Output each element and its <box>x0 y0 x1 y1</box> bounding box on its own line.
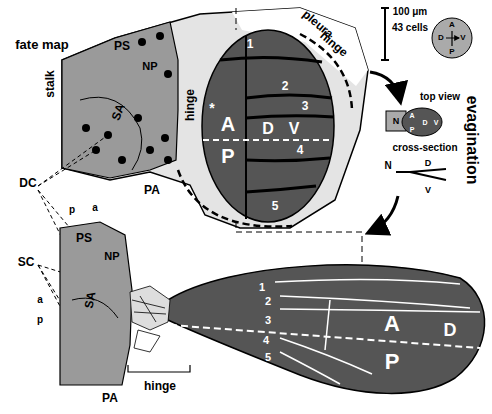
region-label: 5 <box>265 352 271 363</box>
figure-label: hinge <box>144 380 176 392</box>
evagination-arrow <box>370 72 400 100</box>
figure-label: PS <box>76 232 92 244</box>
compass-arrows <box>446 31 459 46</box>
scale-bar <box>381 8 389 60</box>
figure-label: NP <box>104 251 119 262</box>
ap-boundary <box>203 139 333 141</box>
region-label: 3 <box>302 100 309 112</box>
figure-label: p <box>69 205 75 215</box>
figure-label: N <box>393 117 400 126</box>
disc-outline <box>62 8 368 228</box>
figure-label: PA <box>102 392 118 404</box>
figure-label: * <box>209 101 214 115</box>
figure-label: a <box>37 295 43 305</box>
region-label: 2 <box>265 296 271 307</box>
ap-boundary <box>170 325 480 348</box>
cross-section-lines <box>396 169 446 180</box>
figure-label: PA <box>144 184 160 196</box>
wing-veins <box>275 279 480 384</box>
figure-label: evagination <box>464 96 480 185</box>
sa-boundary <box>80 97 142 170</box>
notum-region <box>62 22 178 178</box>
map-guide-line <box>236 8 362 262</box>
wing-blade <box>168 265 485 394</box>
figure-label: V <box>425 186 431 195</box>
vein-lines <box>220 36 334 219</box>
region-label: A <box>384 313 400 335</box>
top-view-pouch <box>402 108 442 136</box>
region-label: V <box>289 121 300 137</box>
region-label: D <box>262 121 274 137</box>
region-label: A <box>449 21 455 29</box>
figure-label: DC <box>19 177 36 189</box>
wing-blade-node: 12 3 4 5 AP D <box>168 256 488 400</box>
figure-label: A <box>409 112 414 119</box>
figure-label: top view <box>420 92 460 102</box>
region-label: 3 <box>265 315 271 326</box>
figure-label: PS <box>114 40 130 52</box>
figure-label: SA <box>83 291 98 310</box>
figure-label: p <box>37 315 43 325</box>
region-label: P <box>221 146 234 166</box>
figure-label: fate map <box>15 38 68 51</box>
figure-label: cross-section <box>392 143 457 153</box>
figure-label: hinge <box>184 89 196 121</box>
region-label: 1 <box>247 38 254 50</box>
figure-label: N <box>384 161 391 171</box>
hinge-bracket <box>128 365 190 372</box>
compass-circle <box>432 18 472 58</box>
figure-label: P <box>410 126 415 133</box>
region-label: 4 <box>297 144 304 156</box>
figure-label: D <box>422 119 427 126</box>
wing-hinge <box>130 286 170 352</box>
figure-label: D <box>425 159 432 168</box>
region-label: D <box>438 34 444 42</box>
wing-pouch <box>202 30 334 222</box>
figure-label: NP <box>142 61 157 72</box>
region-label: 4 <box>263 335 269 346</box>
region-label: P <box>385 351 400 373</box>
figure-label: 43 cells <box>392 23 428 33</box>
compass-node: AD VP <box>432 18 472 58</box>
region-label: 2 <box>282 80 289 92</box>
region-label: D <box>444 321 457 339</box>
region-label: V <box>460 34 465 42</box>
figure-label: 100 μm <box>393 7 427 17</box>
figure-label: V <box>434 119 439 126</box>
region-label: A <box>221 114 235 134</box>
figure-label: a <box>92 203 98 213</box>
adult-notum <box>60 222 132 385</box>
region-label: P <box>449 48 454 56</box>
region-label: 1 <box>259 282 265 293</box>
figure-label: SC <box>18 256 35 268</box>
region-label: 5 <box>272 200 279 212</box>
wing-pouch-node: 1 2 3 4 5 A DV P <box>202 30 334 224</box>
evagination-arrow <box>370 196 398 232</box>
figure-label: stalk <box>44 70 56 97</box>
